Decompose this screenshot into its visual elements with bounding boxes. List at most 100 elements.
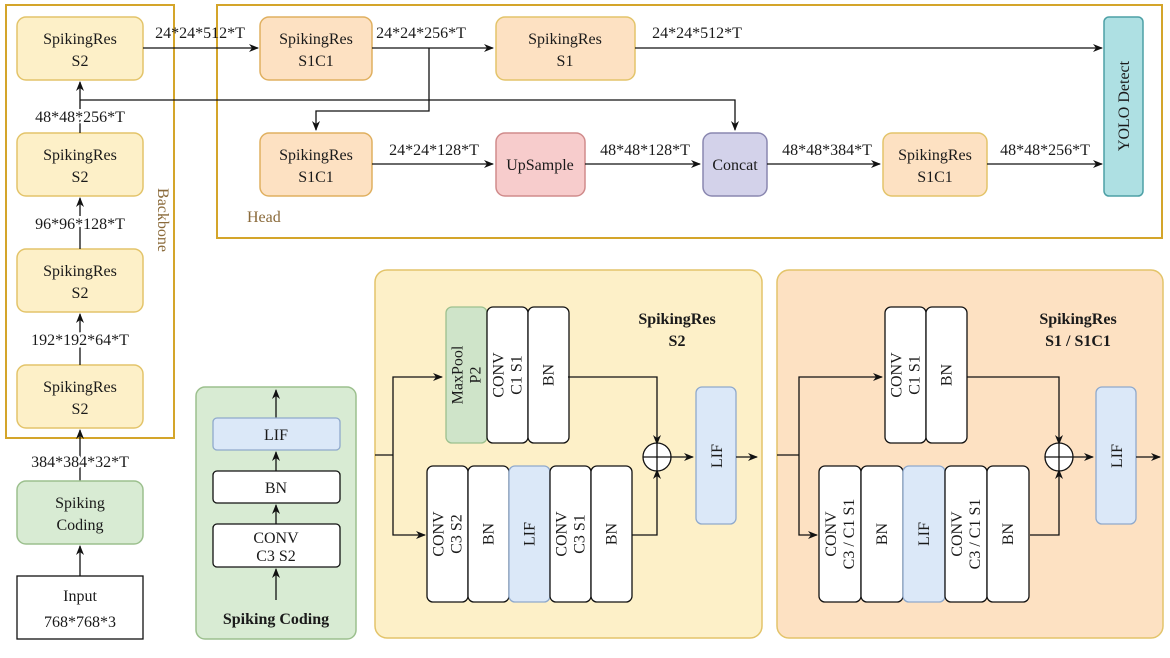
layer-bn: BN bbox=[467, 465, 510, 603]
layer-bn: BN bbox=[860, 465, 904, 603]
layer-sublabel: C1 S1 bbox=[509, 355, 526, 395]
lif-out bbox=[1095, 386, 1137, 525]
block-subtitle: S1 bbox=[557, 53, 574, 70]
edge-label: 24*24*256*T bbox=[376, 25, 466, 42]
layer-sublabel: C1 S1 bbox=[907, 355, 924, 395]
layer-label: CONV bbox=[949, 511, 966, 557]
block-subtitle: S2 bbox=[72, 401, 89, 418]
backbone-block-3: SpikingRes S2 bbox=[16, 248, 144, 313]
block-subtitle: S2 bbox=[72, 285, 89, 302]
block-subtitle: S2 bbox=[72, 169, 89, 186]
layer-label: BN bbox=[541, 363, 558, 386]
layer-label: CONV bbox=[554, 511, 571, 557]
input-shape: 768*768*3 bbox=[44, 614, 116, 631]
block-title: SpikingRes bbox=[898, 147, 972, 164]
edge-label: 192*192*64*T bbox=[31, 332, 129, 349]
layer-label: LIF bbox=[1109, 444, 1126, 468]
block-title: SpikingRes bbox=[279, 147, 353, 164]
spiking-coding-block: Spiking Coding bbox=[16, 480, 144, 545]
edge-label: 24*24*512*T bbox=[652, 25, 742, 42]
branch-arrow bbox=[312, 48, 430, 131]
block-title: SpikingRes bbox=[528, 31, 602, 48]
layer-label: LIF bbox=[709, 444, 726, 468]
block-title: SpikingRes bbox=[43, 379, 117, 396]
layer-bn: BN bbox=[986, 465, 1030, 603]
layer-label: BN bbox=[874, 522, 891, 545]
yolo-detect-block: YOLO Detect bbox=[1103, 16, 1144, 197]
block-subtitle: S1C1 bbox=[917, 169, 953, 186]
detail-title: SpikingRes bbox=[1039, 311, 1116, 328]
block-subtitle: S2 bbox=[72, 53, 89, 70]
head-label: Head bbox=[247, 209, 281, 226]
layer-bn: BN bbox=[527, 306, 570, 444]
layer-label: CONV bbox=[431, 511, 448, 557]
layer-label: BN bbox=[939, 363, 956, 386]
detail-subtitle: S1 / S1C1 bbox=[1045, 333, 1111, 350]
input-label: Input bbox=[63, 588, 97, 605]
backbone-label: Backbone bbox=[154, 188, 171, 252]
backbone-frame bbox=[5, 4, 175, 439]
block-title: UpSample bbox=[506, 157, 574, 174]
lif-layer bbox=[212, 417, 341, 451]
block-title: SpikingRes bbox=[43, 147, 117, 164]
layer-label: LIF bbox=[522, 522, 539, 546]
layer-label: BN bbox=[481, 522, 498, 545]
layer-label: CONV bbox=[889, 352, 906, 398]
head-s1c1-top: SpikingRes S1C1 bbox=[259, 16, 373, 81]
block-subtitle: S1C1 bbox=[298, 53, 334, 70]
head-frame bbox=[216, 4, 1163, 239]
backbone-block-4: SpikingRes S2 bbox=[16, 364, 144, 429]
layer-label: LIF bbox=[264, 427, 288, 444]
edge-label: 48*48*384*T bbox=[782, 142, 872, 159]
edge-label: 48*48*256*T bbox=[35, 109, 125, 126]
backbone-block-2: SpikingRes S2 bbox=[16, 132, 144, 197]
edge-label: 384*384*32*T bbox=[31, 454, 129, 471]
layer-sublabel: C3 / C1 S1 bbox=[967, 499, 984, 570]
block-title: Concat bbox=[712, 157, 758, 174]
layer-sublabel: C3 S1 bbox=[572, 514, 589, 554]
skip-arrow bbox=[80, 99, 739, 131]
layer-bn: BN bbox=[925, 306, 968, 444]
edge-label: 96*96*128*T bbox=[35, 216, 125, 233]
layer-label: LIF bbox=[916, 522, 933, 546]
input-block: Input 768*768*3 bbox=[16, 575, 144, 640]
edge-label: 24*24*128*T bbox=[389, 142, 479, 159]
layer-label: BN bbox=[265, 480, 288, 497]
layer-sublabel: C3 S2 bbox=[449, 514, 466, 554]
layer-bn: BN bbox=[590, 465, 633, 603]
block-title: SpikingRes bbox=[43, 31, 117, 48]
layer-sublabel: C3 / C1 S1 bbox=[841, 499, 858, 570]
layer-label: MaxPool bbox=[450, 345, 467, 404]
backbone-block-1: SpikingRes S2 bbox=[16, 16, 144, 81]
layer-lif: LIF bbox=[508, 465, 551, 603]
spiking-coding-detail: LIF BN CONV C3 S2 Spiking Coding bbox=[195, 386, 357, 640]
layer-sublabel: P2 bbox=[468, 367, 485, 384]
detail-title: SpikingRes bbox=[638, 311, 715, 328]
block-title: SpikingRes bbox=[43, 263, 117, 280]
layer-label: CONV bbox=[253, 530, 299, 547]
layer-label: BN bbox=[1000, 522, 1017, 545]
upsample-block: UpSample bbox=[495, 132, 586, 197]
concat-block: Concat bbox=[702, 132, 768, 197]
layer-label: CONV bbox=[491, 352, 508, 398]
block-title: SpikingRes bbox=[279, 31, 353, 48]
layer-label: CONV bbox=[823, 511, 840, 557]
block-subtitle: S1C1 bbox=[298, 169, 334, 186]
layer-label: BN bbox=[604, 522, 621, 545]
head-s1c1-out: SpikingRes S1C1 bbox=[882, 132, 988, 197]
bn-layer bbox=[212, 470, 341, 504]
head-s1-block: SpikingRes S1 bbox=[495, 16, 636, 81]
edge-label: 48*48*256*T bbox=[1000, 142, 1090, 159]
layer-lif: LIF bbox=[902, 465, 946, 603]
edge-label: 24*24*512*T bbox=[155, 25, 245, 42]
edge-label: 48*48*128*T bbox=[600, 142, 690, 159]
